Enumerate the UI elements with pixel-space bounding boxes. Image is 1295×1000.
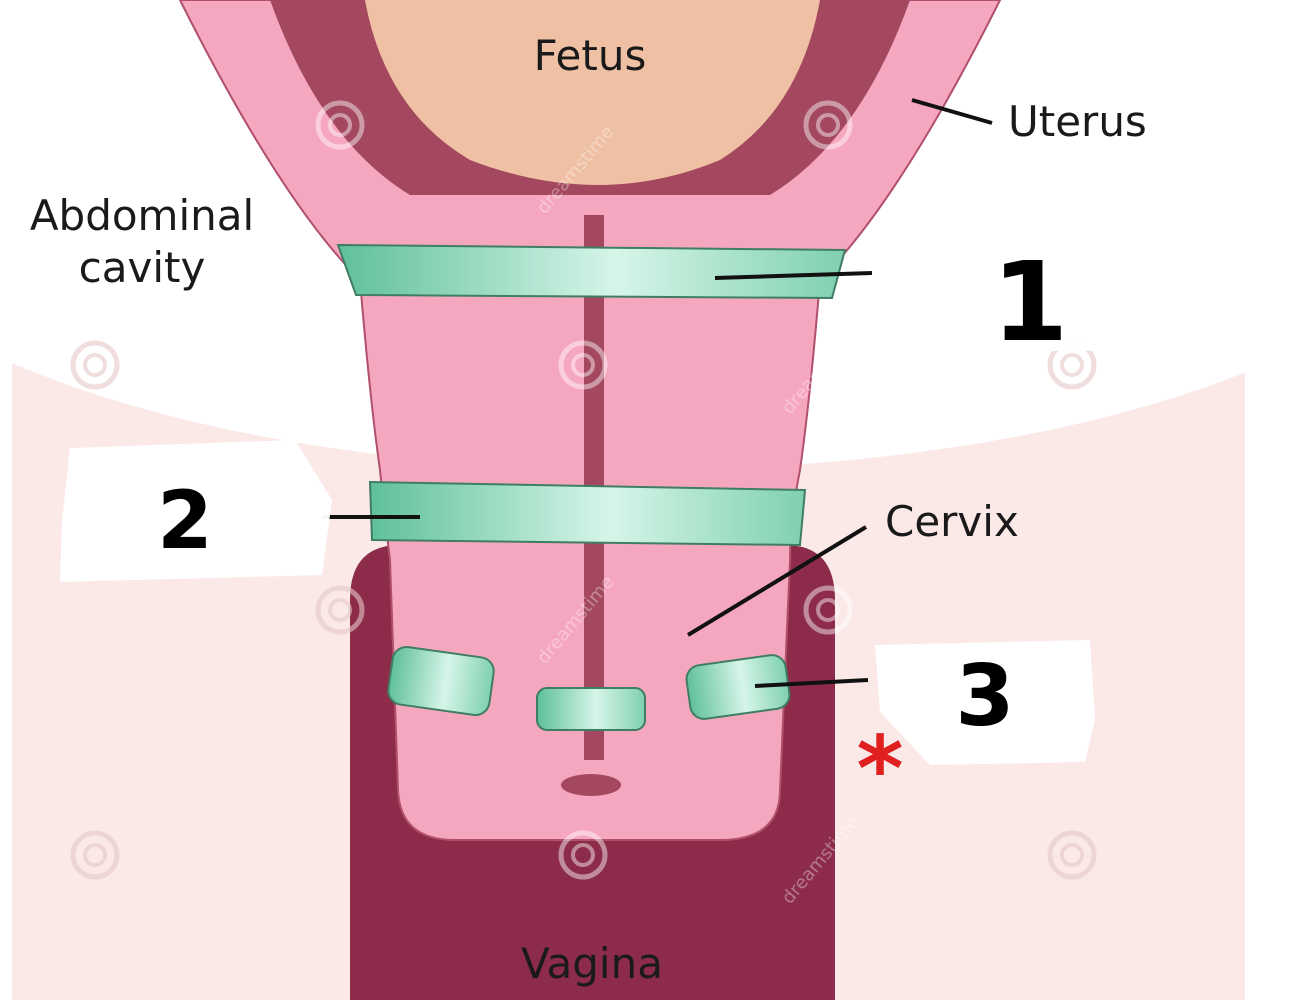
uterus-leader <box>911 98 993 125</box>
label-abdominal: Abdominal <box>30 191 254 240</box>
fetus-shape <box>365 0 820 185</box>
middle-band <box>368 480 807 547</box>
label-cervix: Cervix <box>885 497 1019 546</box>
label-fetus: Fetus <box>534 31 647 80</box>
lower-band-left <box>387 645 495 717</box>
marker-3: 3 <box>955 647 1014 746</box>
asterisk-mark: * <box>856 717 903 822</box>
label-cavity: cavity <box>79 243 206 292</box>
watermark-logo <box>315 585 365 635</box>
upper-band <box>336 243 847 300</box>
cervix-leader <box>686 525 868 637</box>
external-os <box>561 774 621 796</box>
watermark-logo <box>558 830 608 880</box>
watermark-logo <box>315 100 365 150</box>
label-vagina: Vagina <box>521 939 663 988</box>
label-cover-1 <box>880 238 1240 352</box>
label-cover-2 <box>60 440 332 582</box>
marker-1-leader <box>714 271 873 280</box>
watermark-logo <box>70 830 120 880</box>
left-margin <box>0 0 12 1000</box>
label-uterus: Uterus <box>1008 97 1147 146</box>
lower-band-right <box>685 654 791 720</box>
watermark-logo <box>70 340 120 390</box>
watermark-logo <box>558 340 608 390</box>
marker-2: 2 <box>157 474 213 567</box>
watermark-logo <box>803 585 853 635</box>
watermark-logo <box>1047 830 1097 880</box>
marker-1: 1 <box>992 238 1069 366</box>
right-margin <box>1245 0 1295 1000</box>
label-cover-3 <box>875 640 1095 765</box>
watermark-logo <box>803 100 853 150</box>
lower-band-center <box>536 687 646 731</box>
marker-3-leader <box>754 678 869 688</box>
